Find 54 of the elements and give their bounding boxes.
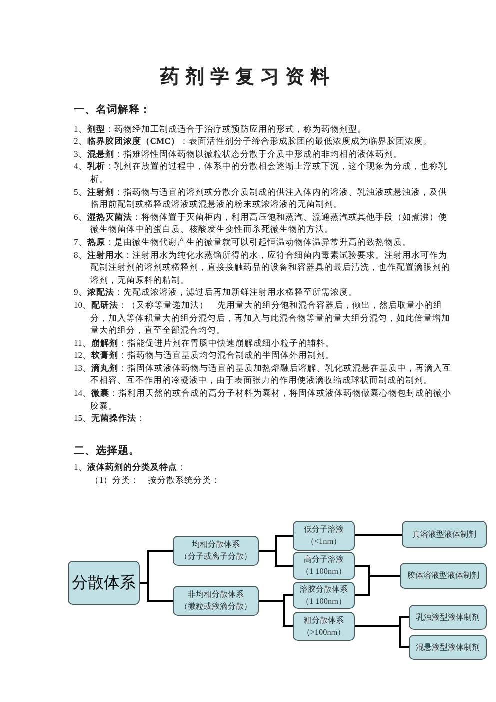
- box-text: （微粒或液滴分散）: [180, 601, 252, 613]
- box-text: 非均相分散体系: [188, 589, 244, 601]
- connector-line: [355, 575, 400, 596]
- category-box: [400, 563, 487, 589]
- box-text: 低分子溶液: [304, 524, 344, 536]
- definition-item: 9、浓配法：先配成浓溶液，滤过后再加新鲜注射用水稀释至所需浓度。: [74, 286, 358, 299]
- definition-item: 2、临界胶团浓度（CMC）：表面活性剂分子缔合形成胶团的最低浓度成为临界胶团浓度。: [74, 135, 433, 148]
- category-box: [402, 521, 487, 548]
- connector-line: [259, 600, 293, 627]
- box-text: 乳浊液型液体制剂: [416, 612, 480, 624]
- definition-item: 15、无菌操作法：: [74, 412, 147, 425]
- root-box: [68, 561, 140, 605]
- connector-line: [259, 550, 293, 567]
- definition-item: 14、微囊：指利用天然的或合成的高分子材料为囊材，将固体或液体药物做囊心物包封成的微小胶囊。: [74, 387, 453, 412]
- definition-item: 8、注射用水：注射用水为纯化水蒸馏所得的水，应符合细菌内毒素试验要求。注射用水可作为配制注射剂的溶剂或稀释剂，直接接触药品的设备和容器具的最后清洗，也作配置滴眼剂的溶剂，无菌原料的精制。: [74, 248, 452, 286]
- section-heading: 二、选择题。: [74, 444, 141, 458]
- category-box: [293, 612, 355, 641]
- box-text: 混悬液型液体制剂: [416, 642, 480, 654]
- connector-line: [355, 534, 402, 536]
- category-box: [173, 586, 259, 616]
- category-box: [409, 635, 487, 660]
- definition-item: 5、注射剂：指药物与适宜的溶剂或分散介质制成的供注入体内的溶液、乳浊液或悬浊液，及供临用前配制或稀释成溶液或混悬液的粉末或浓溶液的无菌制剂。: [74, 186, 448, 211]
- question-heading: 1、液体药剂的分类及特点：: [74, 461, 188, 474]
- connector-line: [355, 625, 409, 648]
- category-box: [293, 552, 355, 580]
- definition-item: 12、软膏剂：指药物与适宜基质均匀混合制成的半固体外用制剂。: [74, 349, 336, 362]
- category-box: [409, 605, 487, 630]
- box-text: 均相分散体系: [192, 539, 240, 551]
- box-text: （<1nm）: [306, 536, 342, 548]
- connector-line: [140, 582, 173, 602]
- box-text: 高分子溶液: [304, 554, 344, 566]
- box-text: 粗分散体系: [304, 614, 344, 626]
- definition-item: 1、剂型：药物经加工制成适合于治疗或预防应用的形式，称为药物剂型。: [74, 122, 368, 136]
- definition-item: 11、崩解剂：指能促进片剂在胃肠中快速崩解成细小粒子的辅料。: [74, 336, 336, 350]
- box-text: （>100nm）: [302, 626, 346, 638]
- subheading-text: （1）分类： 按分散系统分类：: [89, 474, 222, 487]
- category-box: [173, 536, 259, 566]
- box-text: （1 100nm）: [302, 566, 346, 578]
- page-title: 药剂学复习资料: [160, 65, 336, 90]
- box-text: 分散体系: [72, 573, 136, 593]
- box-text: （分子或离子分散）: [180, 551, 252, 563]
- section-heading: 一、名词解释：: [74, 104, 152, 117]
- definition-item: 6、湿热灭菌法：将物体置于灭菌柜内，利用高压饱和蒸汽、流通蒸汽或其他手段（如煮沸）使微生物菌体中的蛋白质、核酸发生变性而杀死微生物的方法。: [74, 210, 448, 236]
- definition-item: 10、配研法：（又称等量递加法） 先用量大的组分饱和混合容器后，倾出，然后取量小的组分，加入等体积量大的组分混匀后，再加入与此混合物等量的量大组分混匀，如此倍量增加量大的组分，直至全部混合均匀。: [74, 298, 452, 337]
- box-text: 真溶液型液体制剂: [412, 528, 476, 540]
- category-box: [293, 521, 355, 551]
- definition-item: 13、滴丸剂：指固体或液体药物与适宜的基质加热熔融后溶解、乳化或混悬在基质中，再滴入互不相容、互不作用的冷凝液中，由于表面张力的作用使液滴收缩成球状而制成的制剂。: [74, 362, 453, 388]
- box-text: 溶胶分散体系: [300, 584, 348, 596]
- definition-item: 3、混悬剂：指难溶性固体药物以微粒状态分散于介质中形成的非均相的液体药剂。: [74, 148, 404, 160]
- definition-item: 4、乳析：乳剂在放置的过程中，体系中的分散相会逐渐上浮或下沉，这个现象为分成，也称乳析。: [74, 160, 448, 186]
- definition-item: 7、热原：是由微生物代谢产生的微量就可以引起恒温动物体温异常升高的致热物质。: [74, 236, 412, 249]
- box-text: 胶体溶液型液体制剂: [408, 570, 480, 582]
- category-box: [293, 582, 355, 609]
- box-text: （1 100nm）: [302, 596, 346, 608]
